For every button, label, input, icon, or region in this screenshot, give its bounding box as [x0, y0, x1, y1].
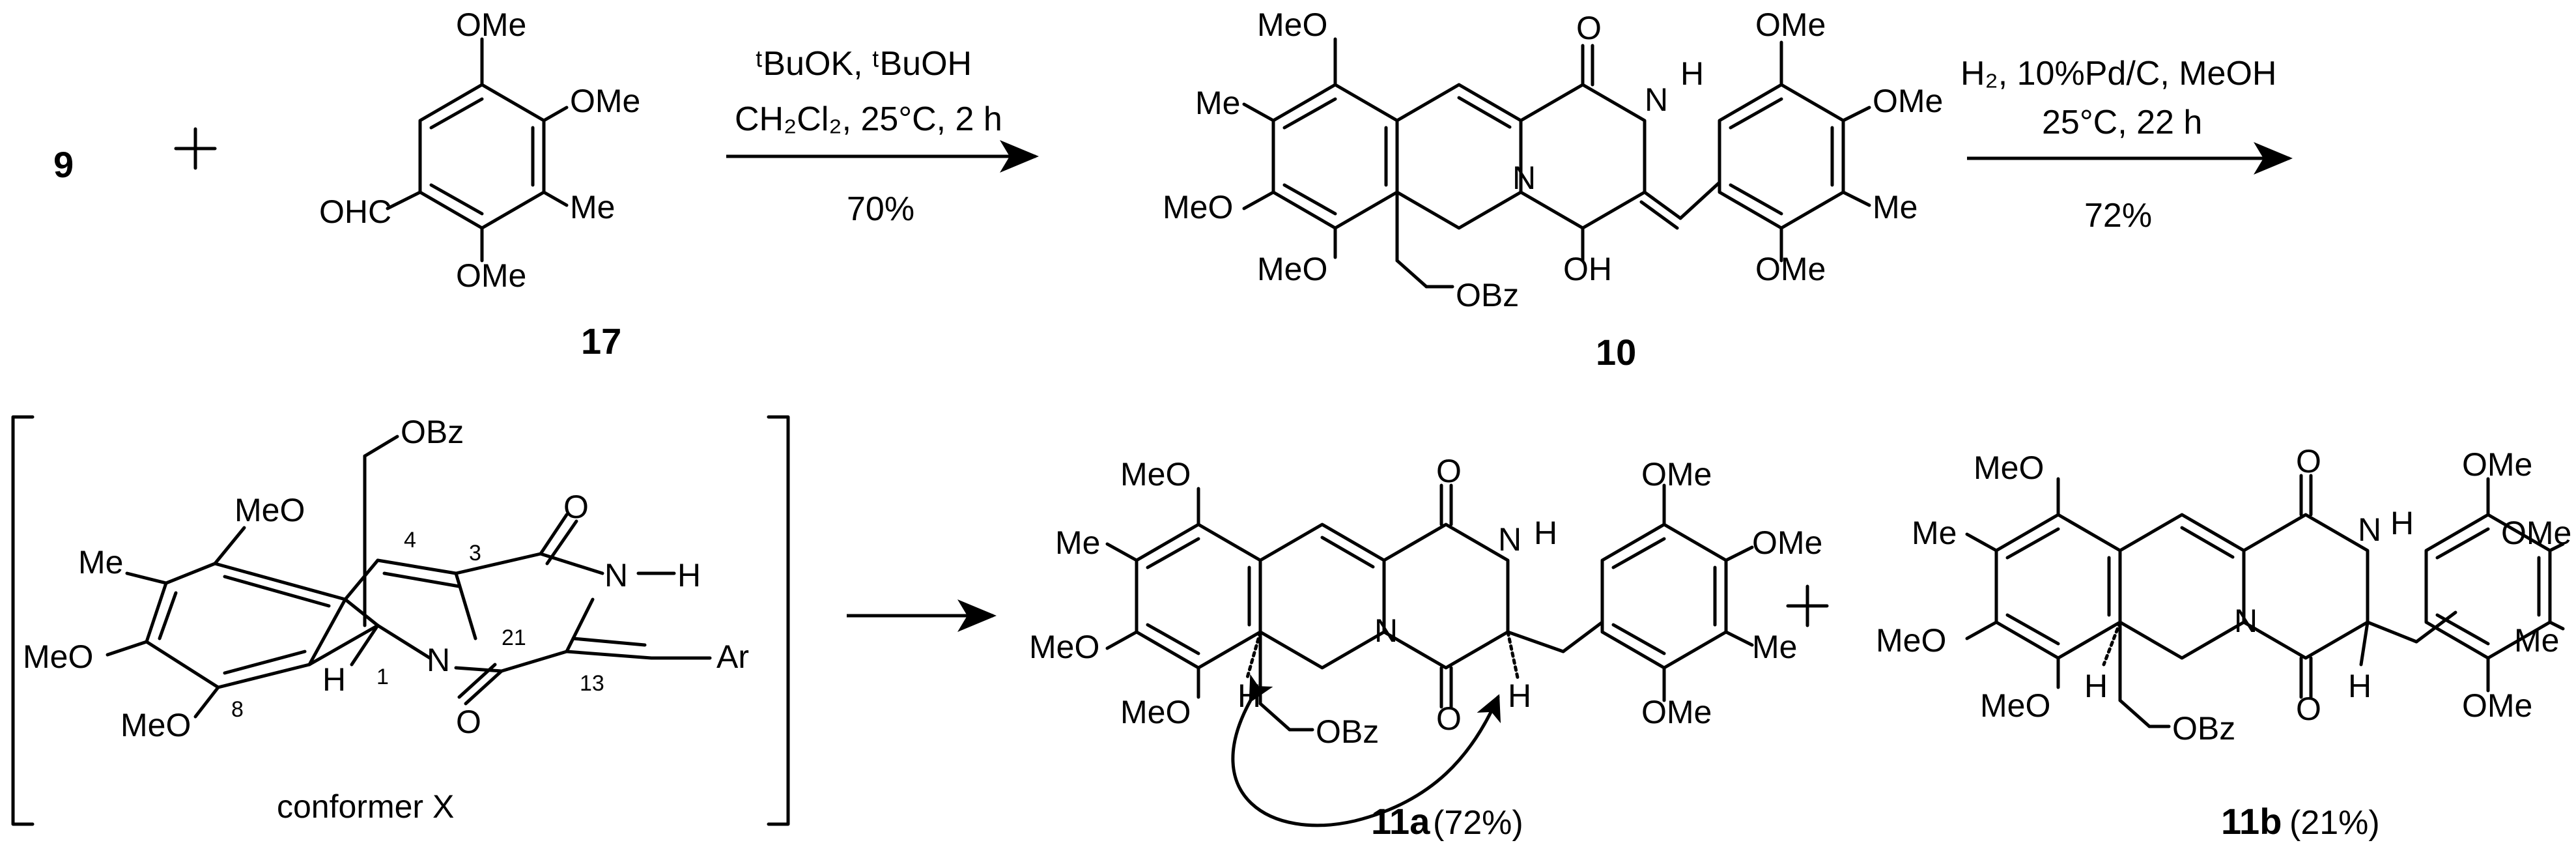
- conf-nh-h: H: [677, 557, 701, 594]
- p11b-me: Me: [1912, 515, 1957, 551]
- c10-ar-ome-bottom: OMe: [1755, 251, 1826, 287]
- aldehyde-me: Me: [570, 189, 615, 225]
- p11a-n-ring: N: [1374, 612, 1398, 649]
- c10-me: Me: [1195, 85, 1240, 121]
- c10-obz: OBz: [1456, 277, 1519, 313]
- compound-11b-label: 11b: [2221, 801, 2282, 842]
- locant-8: 8: [231, 697, 244, 722]
- compound-11b-yield: (21%): [2289, 804, 2380, 842]
- plus-sign-2: [1786, 584, 1829, 627]
- p11a-meo-top: MeO: [1120, 456, 1191, 493]
- step2-reagents-line1: H₂, 10%Pd/C, MeOH: [1960, 55, 2276, 93]
- conf-ar: Ar: [716, 638, 749, 675]
- conf-nh-n: N: [604, 557, 628, 594]
- c10-oh: OH: [1563, 251, 1612, 287]
- p11b-h1: H: [2084, 668, 2108, 704]
- aldehyde-ome-right: OMe: [570, 83, 640, 119]
- conformer-x-structure: OBz MeO Me MeO MeO H N O O N H Ar 1 3 4 …: [23, 414, 749, 743]
- compound-17-label: 17: [581, 321, 621, 362]
- p11b-ar-ome-top: OMe: [2462, 446, 2532, 483]
- c10-ar-ome-top: OMe: [1755, 7, 1826, 43]
- p11b-ar-me: Me: [2514, 622, 2559, 659]
- conf-me: Me: [78, 544, 123, 580]
- p11a-h1: H: [1238, 678, 1261, 714]
- p11a-me: Me: [1055, 524, 1100, 561]
- p11a-ar-ome-bottom: OMe: [1641, 694, 1712, 730]
- step2-yield: 72%: [2084, 197, 2152, 235]
- c10-meo-bot: MeO: [1257, 251, 1327, 287]
- conf-o-bottom: O: [456, 704, 481, 740]
- c10-ar-ome-right: OMe: [1873, 83, 1943, 119]
- p11b-ar-ome-bottom: OMe: [2462, 687, 2532, 724]
- c10-meo-mid: MeO: [1163, 189, 1233, 225]
- conf-meo-bottom: MeO: [120, 707, 191, 743]
- product-11b-structure: MeO Me MeO MeO O O N H N H H OBz OMe OMe…: [1876, 443, 2571, 747]
- aldehyde-ome-bottom: OMe: [456, 257, 526, 294]
- conformer-bracket-right: [767, 415, 790, 826]
- p11a-ar-me: Me: [1752, 629, 1797, 665]
- p11b-meo-bot: MeO: [1980, 687, 2050, 724]
- compound-11a-label: 11a: [1371, 801, 1430, 842]
- aldehyde-ome-top: OMe: [456, 7, 526, 43]
- conformer-caption: conformer X: [277, 788, 454, 825]
- conformer-bracket-left: [11, 415, 35, 826]
- product-11a-structure: MeO Me MeO MeO O O N H N H H OBz OMe OMe…: [1029, 453, 1822, 827]
- c10-meo-top: MeO: [1257, 7, 1327, 43]
- locant-3: 3: [469, 541, 481, 566]
- p11a-h2: H: [1508, 678, 1531, 714]
- c10-nh-h: H: [1680, 55, 1704, 92]
- p11b-n-ring: N: [2234, 603, 2258, 639]
- c10-n-ring: N: [1512, 160, 1536, 196]
- locant-4: 4: [404, 528, 416, 552]
- step1-reagents-line1: ᵗBuOK, ᵗBuOH: [756, 45, 972, 83]
- p11b-ar-ome-right: OMe: [2501, 515, 2571, 551]
- conf-o-top: O: [563, 489, 589, 525]
- p11b-h2: H: [2348, 668, 2371, 704]
- p11a-o-bot: O: [1436, 700, 1462, 737]
- aldehyde-17-structure: OMe OMe Me OMe OHC: [319, 7, 640, 294]
- c10-nh-n: N: [1645, 81, 1668, 118]
- c10-o-top: O: [1576, 10, 1602, 46]
- p11b-meo-top: MeO: [1974, 450, 2044, 486]
- locant-21: 21: [502, 625, 526, 650]
- conf-h: H: [322, 661, 346, 698]
- p11b-o-top: O: [2296, 443, 2321, 480]
- p11a-ar-ome-right: OMe: [1752, 524, 1822, 561]
- p11b-nh-n: N: [2358, 511, 2381, 548]
- step1-yield: 70%: [847, 190, 914, 228]
- conf-n: N: [427, 642, 450, 678]
- plus-sign-1: [174, 127, 217, 170]
- p11b-nh-h: H: [2390, 505, 2414, 541]
- compound-10-structure: MeO Me MeO MeO O N H N OH OBz OMe OMe Me…: [1163, 7, 1943, 313]
- p11a-nh-n: N: [1498, 521, 1522, 558]
- conf-meo-left: MeO: [23, 638, 93, 675]
- p11a-obz: OBz: [1316, 713, 1379, 750]
- step2-reagents-line2: 25°C, 22 h: [2042, 104, 2202, 141]
- p11b-meo-mid: MeO: [1876, 622, 1946, 659]
- conf-obz: OBz: [401, 414, 464, 450]
- c10-ar-me: Me: [1873, 189, 1918, 225]
- locant-13: 13: [580, 671, 604, 696]
- p11a-nh-h: H: [1534, 515, 1557, 551]
- locant-1: 1: [376, 665, 389, 689]
- compound-10-label: 10: [1596, 332, 1636, 373]
- step1-reagents-line2: CH₂Cl₂, 25°C, 2 h: [735, 100, 1002, 138]
- p11a-o-top: O: [1436, 453, 1462, 489]
- p11a-meo-bot: MeO: [1120, 694, 1191, 730]
- compound-9-label: 9: [53, 144, 74, 185]
- conf-meo-top: MeO: [234, 492, 305, 528]
- p11a-meo-mid: MeO: [1029, 629, 1099, 665]
- p11a-ar-ome-top: OMe: [1641, 456, 1712, 493]
- p11b-obz: OBz: [2172, 710, 2235, 747]
- aldehyde-cho: OHC: [319, 194, 391, 230]
- compound-11a-yield: (72%): [1433, 804, 1523, 842]
- p11b-o-bot: O: [2296, 691, 2321, 727]
